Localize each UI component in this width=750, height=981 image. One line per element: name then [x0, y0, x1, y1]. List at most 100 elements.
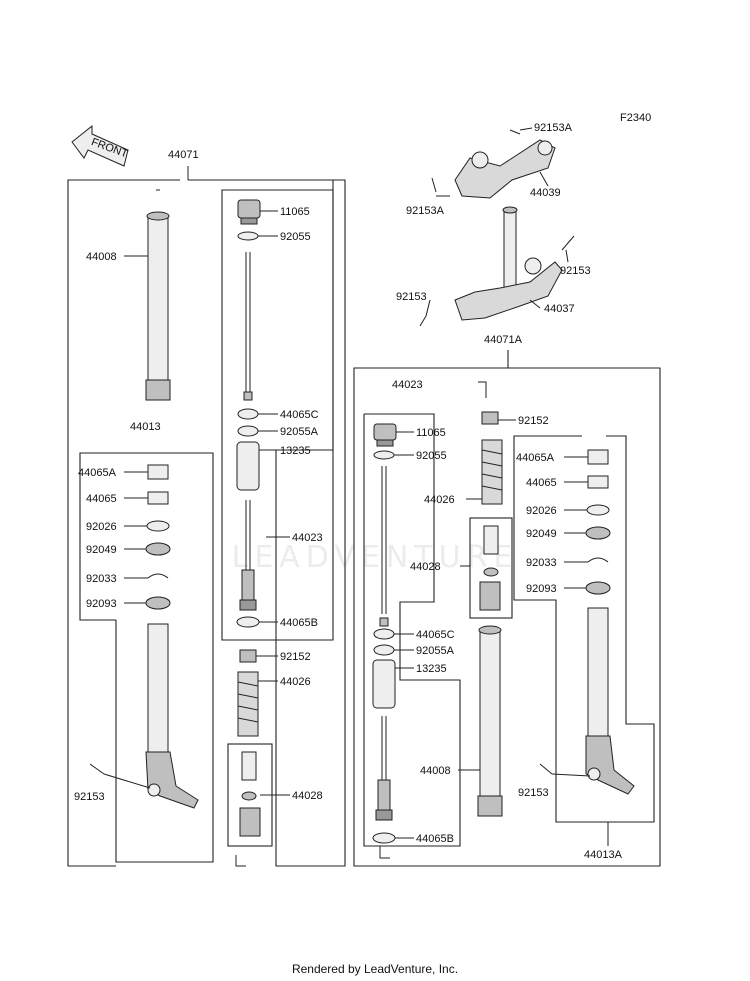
callout-11065-right: 11065	[416, 427, 446, 439]
outer-tube-44008-right	[477, 625, 503, 817]
inner-tube-44013a-right	[585, 607, 635, 795]
cap-11065-left	[237, 199, 261, 225]
cap-11065-right	[373, 423, 397, 447]
callout-44065b-right: 44065B	[416, 833, 454, 845]
callout-44071: 44071	[168, 149, 199, 161]
nut-92152-left	[239, 649, 257, 663]
bolt-92153a-top	[509, 129, 521, 135]
footer-credit: Rendered by LeadVenture, Inc.	[291, 962, 459, 976]
watermark: LEADVENTURE	[231, 540, 519, 575]
callout-92153a-top: 92153A	[534, 122, 573, 134]
ring-92055a-right	[373, 644, 395, 656]
callout-92055a-left: 92055A	[280, 426, 319, 438]
bush-44065-right	[587, 475, 609, 489]
callout-44065-right: 44065	[526, 477, 557, 489]
bolt-92153a-left	[431, 177, 437, 193]
callout-13235-right: 13235	[416, 663, 447, 675]
seal-92049-right	[585, 526, 611, 540]
callout-44013-left: 44013	[130, 421, 161, 433]
callout-13235-left: 13235	[280, 445, 311, 457]
nut-92152-right	[481, 411, 499, 425]
callout-92033-right: 92033	[526, 557, 557, 569]
collar-13235-right	[372, 659, 396, 709]
cover-92093-left	[145, 596, 171, 610]
callout-92153-right: 92153	[518, 787, 549, 799]
callout-44013a: 44013A	[584, 849, 623, 861]
cartridge-44023-left	[239, 500, 257, 611]
callout-44065c-right: 44065C	[416, 629, 455, 641]
right-leaders	[394, 419, 591, 839]
oring-92055-left	[237, 231, 259, 241]
callout-92049-right: 92049	[526, 528, 557, 540]
callout-44028-left: 44028	[292, 790, 323, 802]
spacer-44028-left	[239, 751, 261, 837]
callout-44026-right: 44026	[424, 494, 455, 506]
callout-92093-right: 92093	[526, 583, 557, 595]
bolt-92153-stem-right	[561, 235, 575, 251]
callout-44065a-right: 44065A	[516, 452, 555, 464]
bush-44065a-left	[147, 464, 169, 480]
collar-13235-left	[236, 441, 260, 491]
left-leaders	[103, 210, 290, 796]
callout-44065-left: 44065	[86, 493, 117, 505]
callout-92152-left: 92152	[280, 651, 311, 663]
left-fork-assembly-frame	[67, 166, 346, 867]
callout-labels: 92153A 44039 92153A 92153 92153 44037 44…	[74, 122, 623, 861]
callout-44037: 44037	[544, 303, 575, 315]
callout-92152-right: 92152	[518, 415, 549, 427]
callout-92153-left: 92153	[74, 791, 105, 803]
bush-44065a-right	[587, 449, 609, 465]
seal-92049-left	[145, 542, 171, 556]
callout-92055-left: 92055	[280, 231, 311, 243]
callout-44026-left: 44026	[280, 676, 311, 688]
ring-44065c-left	[237, 408, 259, 420]
rod-44023-right	[379, 466, 389, 627]
bolt-92153-right	[539, 763, 553, 775]
callout-44008-right: 44008	[420, 765, 451, 777]
callout-44028-right: 44028	[410, 561, 441, 573]
right-fork-assembly-frame	[353, 350, 661, 867]
callout-92093-left: 92093	[86, 598, 117, 610]
callout-92049-left: 92049	[86, 544, 117, 556]
upper-bracket-44039	[454, 139, 556, 199]
washer-92026-right	[586, 504, 610, 516]
callout-44071a: 44071A	[484, 334, 523, 346]
callout-44065a-left: 44065A	[78, 467, 117, 479]
ring-44065b-left	[236, 616, 260, 628]
spring-44026-left	[237, 671, 259, 737]
callout-44065c-left: 44065C	[280, 409, 319, 421]
callout-92153-stem-right: 92153	[560, 265, 591, 277]
figure-code: F2340	[620, 112, 651, 124]
steering-stem-44037	[454, 206, 563, 321]
clip-92033-right	[587, 557, 609, 563]
bolt-92153-stem-left	[419, 315, 427, 327]
cartridge-44023-right	[375, 716, 393, 821]
washer-92026-left	[146, 520, 170, 532]
spring-44026-right	[481, 439, 503, 505]
callout-44008-left: 44008	[86, 251, 117, 263]
outer-tube-44008-left	[145, 189, 171, 401]
ring-44065c-right	[373, 628, 395, 640]
top-leaders	[425, 127, 569, 317]
callout-92026-right: 92026	[526, 505, 557, 517]
bush-44065-left	[147, 491, 169, 505]
bolt-92153-left	[89, 763, 105, 775]
front-arrow-icon: FRONT	[71, 124, 130, 167]
cover-92093-right	[585, 581, 611, 595]
callout-44023-left: 44023	[292, 532, 323, 544]
callout-92033-left: 92033	[86, 573, 117, 585]
ring-44065b-right	[372, 832, 396, 844]
callout-92055a-right: 92055A	[416, 645, 455, 657]
spacer-44028-right	[479, 525, 501, 611]
inner-tube-44013-left	[145, 623, 199, 809]
callout-92055-right: 92055	[416, 450, 447, 462]
callout-11065-left: 11065	[280, 206, 310, 218]
rod-44023-left	[243, 252, 253, 401]
oring-92055-right	[373, 450, 395, 460]
callout-92026-left: 92026	[86, 521, 117, 533]
callout-44023-right: 44023	[392, 379, 423, 391]
clip-92033-left	[147, 573, 169, 579]
ring-92055a-left	[237, 425, 259, 437]
callout-92153-stem-left: 92153	[396, 291, 427, 303]
